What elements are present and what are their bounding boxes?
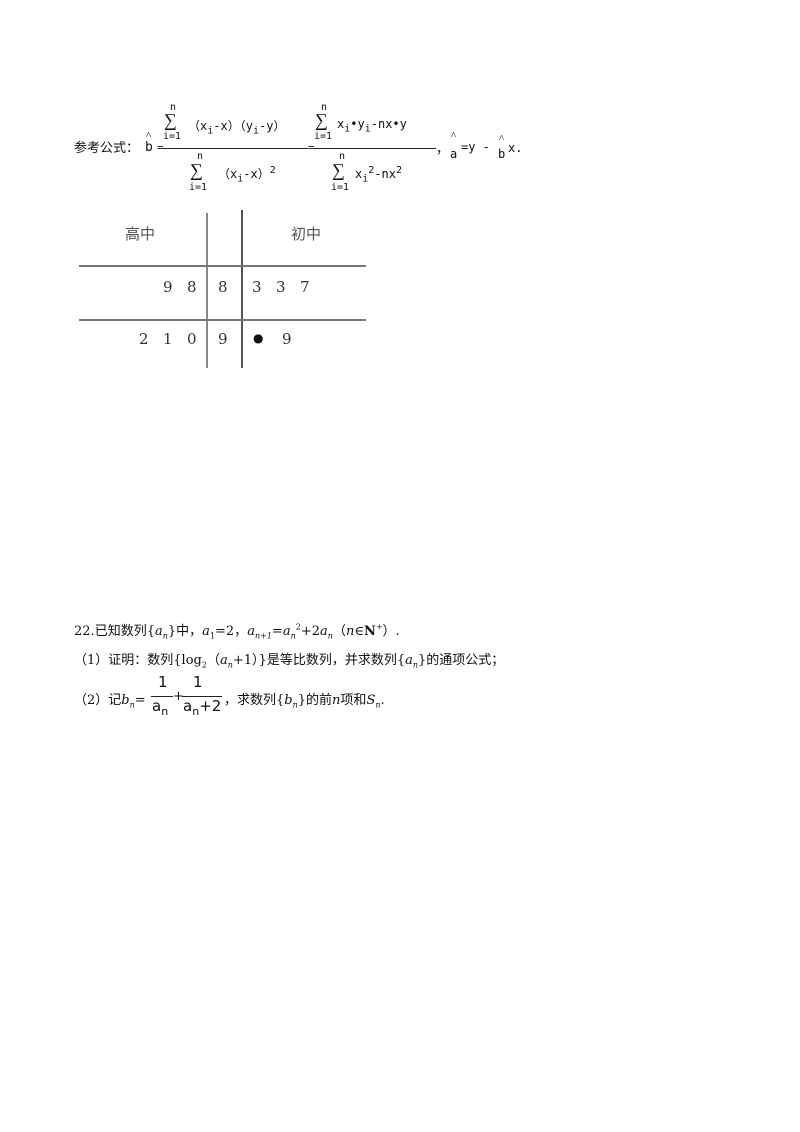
sum-lower: i=1 — [314, 131, 333, 142]
divider-horizontal-middle — [79, 319, 366, 321]
fraction-numerator: 1 — [193, 673, 203, 691]
stem-value: 9 — [218, 330, 228, 348]
sigma-symbol: ∑ — [332, 160, 345, 180]
leaf-left: 8 — [187, 278, 197, 296]
sum-lower: i=1 — [189, 182, 208, 193]
fraction-denominator: an+2 — [183, 697, 222, 718]
leaf-right: 3 — [276, 278, 286, 296]
sum-upper: n — [197, 151, 204, 162]
hat-mark: ^ — [146, 130, 152, 142]
fraction-numerator: 1 — [158, 673, 168, 691]
part-1: （1）证明：数列{log2（an+1）}是等比数列，并求数列{an}的通项公式； — [74, 653, 505, 670]
b-hat-2: b — [498, 147, 506, 161]
hat-mark: ^ — [451, 130, 457, 142]
formula-label: 参考公式： — [74, 140, 140, 155]
hat-mark: ^ — [499, 133, 505, 145]
leaf-right: 9 — [282, 330, 292, 348]
part-2-label: （2）记bn= — [74, 693, 146, 710]
equals-sign: = — [157, 141, 164, 154]
formula-comma: ， — [436, 141, 450, 156]
sum-upper: n — [339, 151, 346, 162]
fraction-denominator: an — [152, 697, 169, 718]
reference-formula: 参考公式： ^ b = n ∑ i=1 （xi-x）（yi-y） n ∑ i=1… — [0, 0, 800, 210]
sigma-symbol: ∑ — [164, 110, 177, 130]
x-bar: x. — [508, 141, 523, 155]
stem-leaf-plot: 高中 初中 9 8 8 3 3 7 2 1 0 9 ● 9 — [0, 205, 800, 370]
fraction-bar-2 — [314, 148, 436, 149]
leaf-right: 3 — [252, 278, 262, 296]
sigma-symbol: ∑ — [315, 110, 328, 130]
leaf-left: 1 — [163, 330, 173, 348]
divider-vertical-right — [241, 210, 243, 368]
fraction-bar-1 — [162, 148, 308, 149]
stem-value: 8 — [218, 278, 228, 296]
sigma-symbol: ∑ — [190, 160, 203, 180]
leaf-left: 2 — [139, 330, 149, 348]
problem-statement: 22.已知数列{an}中，a1=2，an+1=an2+2an（n∈N+）. — [74, 622, 400, 641]
sum-upper: n — [321, 102, 328, 113]
numerator-1: （xi-x）（yi-y） — [188, 119, 286, 137]
a-hat: a — [450, 147, 458, 161]
leaf-right: 7 — [300, 278, 310, 296]
denominator-2: xi2-nx2 — [355, 165, 403, 185]
divider-horizontal-top — [79, 265, 366, 267]
sum-lower: i=1 — [331, 182, 350, 193]
sum-upper: n — [170, 102, 177, 113]
missing-digit-dot: ● — [253, 331, 264, 345]
problem-22: 22.已知数列{an}中，a1=2，an+1=an2+2an（n∈N+）. （1… — [0, 615, 800, 725]
equals-sign: = — [308, 141, 315, 154]
header-middle-school: 初中 — [291, 225, 322, 243]
part-2-rest: ，求数列{bn}的前n项和Sn. — [224, 693, 385, 710]
leaf-left: 0 — [187, 330, 197, 348]
fraction-bar — [151, 696, 173, 697]
denominator-1: （xi-x）2 — [218, 165, 276, 185]
plus-sign: + — [173, 689, 184, 704]
fraction-bar — [182, 696, 222, 697]
a-formula-rest: =y - — [461, 140, 490, 154]
divider-vertical-left — [206, 213, 208, 368]
sum-lower: i=1 — [163, 131, 182, 142]
header-high-school: 高中 — [125, 225, 156, 243]
leaf-left: 9 — [163, 278, 173, 296]
numerator-2: xi•yi-nx•y — [337, 117, 407, 135]
b-hat: b — [145, 140, 153, 155]
